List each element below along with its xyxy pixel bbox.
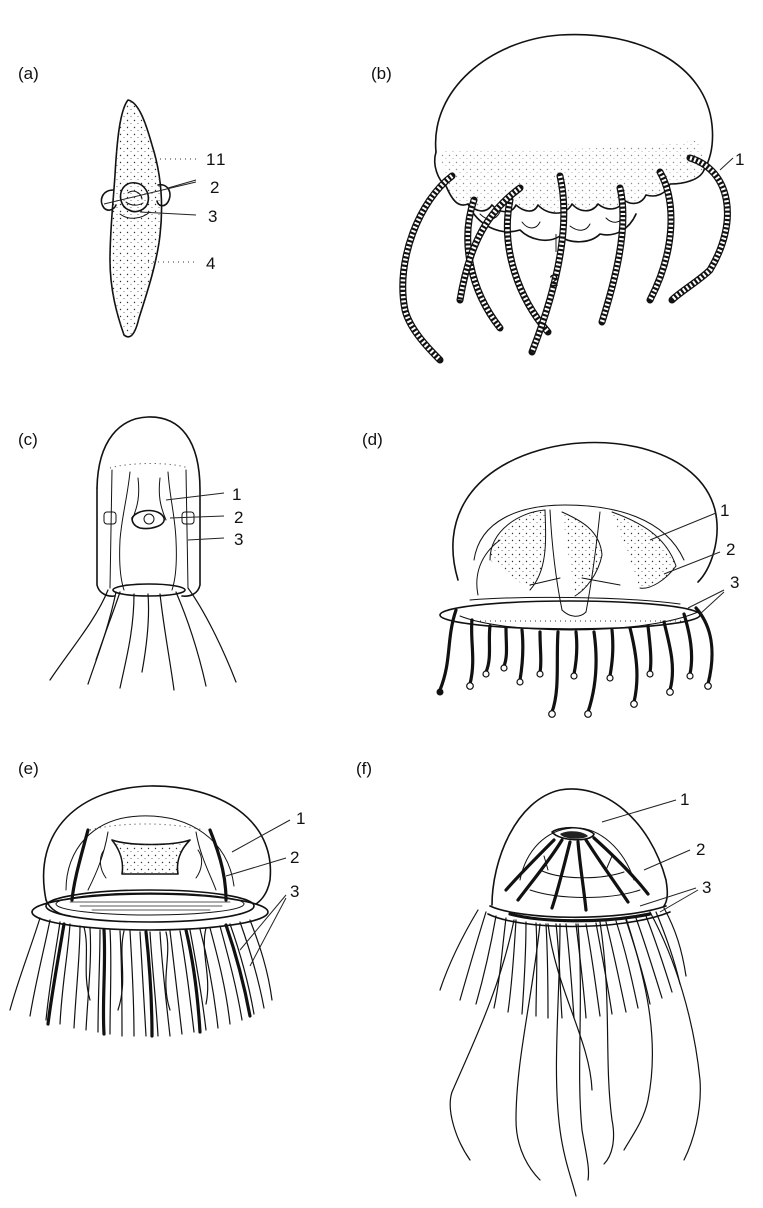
panel-b: (b): [371, 35, 744, 360]
panel-a-label-4: 4: [206, 254, 215, 273]
panel-c-organism: [50, 417, 236, 690]
panel-d: (d): [362, 430, 739, 717]
panel-e-fringe: [10, 918, 272, 1036]
panel-d-label-3: 3: [730, 573, 739, 592]
panel-e-label-2: 2: [290, 848, 299, 867]
panel-b-organism: [403, 35, 728, 360]
panel-b-tag: (b): [371, 64, 392, 83]
panel-c: (c): [18, 417, 243, 690]
panel-f-fringe: [440, 908, 686, 1018]
panel-e-label-3: 3: [290, 882, 299, 901]
panel-f-organism: [440, 789, 700, 1196]
panel-f-label-3: 3: [702, 878, 711, 897]
panel-d-label-2: 2: [726, 540, 735, 559]
panel-a-organism: [101, 100, 170, 337]
panel-e-tag: (e): [18, 759, 39, 778]
panel-c-leaders: [166, 493, 224, 540]
panel-e: (e): [10, 759, 305, 1036]
panel-a-tag: (a): [18, 64, 39, 83]
panel-c-label-1: 1: [232, 485, 241, 504]
panel-a: (a) 1 1 2 3 4: [18, 64, 225, 337]
panel-b-label-2: 2: [549, 271, 558, 290]
panel-c-label-2: 2: [234, 508, 243, 527]
panel-c-label-3: 3: [234, 530, 243, 549]
panel-e-organism: [10, 786, 272, 1036]
panel-a-label-3: 3: [208, 207, 217, 226]
panel-a-label-2: 2: [210, 178, 219, 197]
panel-d-tag: (d): [362, 430, 383, 449]
panel-b-label-1: 1: [735, 150, 744, 169]
panel-f-tag: (f): [356, 759, 372, 778]
panel-f: (f): [356, 759, 711, 1196]
panel-d-label-1: 1: [720, 501, 729, 520]
panel-d-organism: [437, 443, 718, 718]
panel-a-label-1b: 1: [216, 150, 225, 169]
panel-f-label-2: 2: [696, 840, 705, 859]
panel-e-label-1: 1: [296, 809, 305, 828]
panel-c-tag: (c): [18, 430, 38, 449]
panel-f-label-1: 1: [680, 790, 689, 809]
panel-a-label-1: 1: [206, 150, 215, 169]
